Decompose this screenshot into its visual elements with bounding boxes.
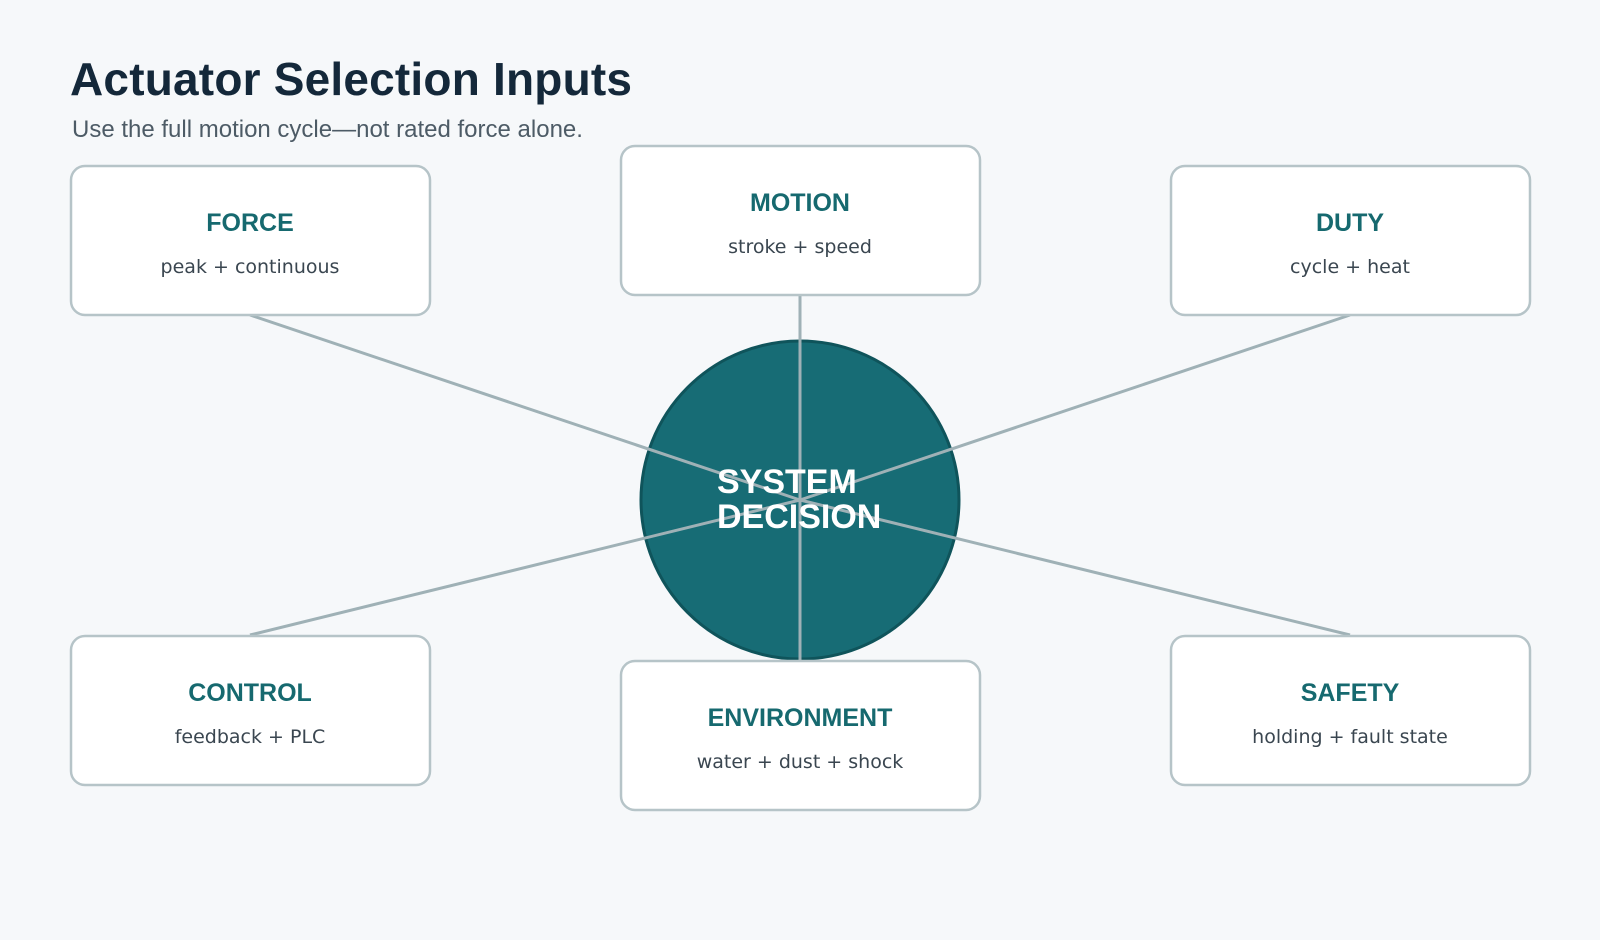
node-duty-subtitle: cycle + heat <box>1290 256 1410 278</box>
page-subtitle: Use the full motion cycle—not rated forc… <box>72 116 583 143</box>
connector-control <box>249 498 801 637</box>
node-safety-title: SAFETY <box>1301 679 1400 707</box>
hub-label-line1: SYSTEM <box>717 463 857 501</box>
node-control-box <box>69 634 432 787</box>
node-force-subtitle: peak + continuous <box>161 256 340 278</box>
node-control-subtitle: feedback + PLC <box>175 726 326 748</box>
node-safety-box <box>1169 634 1532 787</box>
node-control: CONTROL feedback + PLC <box>69 634 432 787</box>
node-environment-subtitle: water + dust + shock <box>697 751 904 773</box>
node-motion-subtitle: stroke + speed <box>728 236 872 258</box>
connector-safety <box>799 498 1351 637</box>
node-environment-box <box>619 659 982 812</box>
node-safety-subtitle: holding + fault state <box>1252 726 1448 748</box>
node-force: FORCE peak + continuous <box>69 164 432 317</box>
node-motion-box <box>619 144 982 297</box>
node-duty-title: DUTY <box>1316 209 1384 237</box>
node-safety: SAFETY holding + fault state <box>1169 634 1532 787</box>
node-motion: MOTION stroke + speed <box>619 144 982 297</box>
node-duty-box <box>1169 164 1532 317</box>
node-force-box <box>69 164 432 317</box>
node-force-title: FORCE <box>206 209 294 237</box>
connector-force <box>249 313 801 502</box>
page-title: Actuator Selection Inputs <box>70 53 633 105</box>
node-motion-title: MOTION <box>750 189 850 217</box>
hub-label-line2: DECISION <box>717 498 881 536</box>
node-duty: DUTY cycle + heat <box>1169 164 1532 317</box>
node-control-title: CONTROL <box>188 679 312 707</box>
node-environment: ENVIRONMENT water + dust + shock <box>619 659 982 812</box>
node-environment-title: ENVIRONMENT <box>708 704 893 732</box>
connector-duty <box>799 313 1351 502</box>
